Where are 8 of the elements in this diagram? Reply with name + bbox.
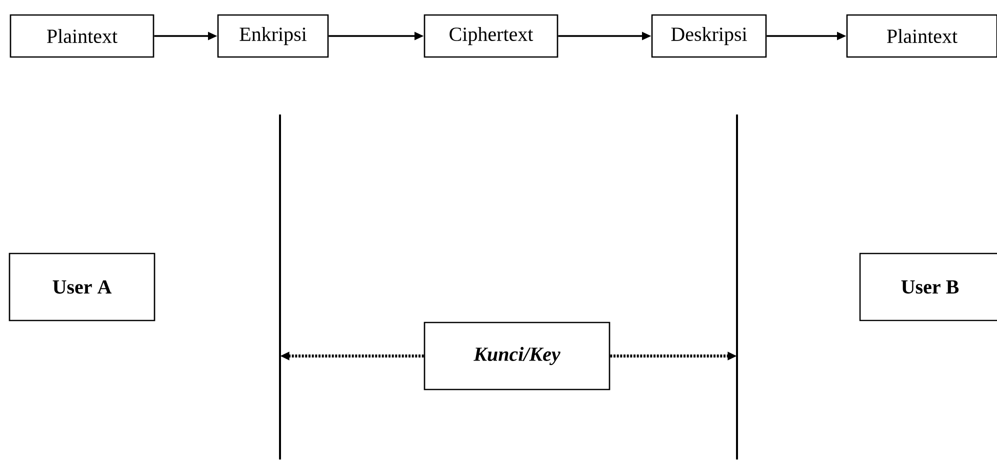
user-box: User B <box>859 252 997 322</box>
user-box: User A <box>8 252 156 322</box>
process-box: Ciphertext <box>424 14 558 58</box>
process-box: Enkripsi <box>217 14 329 58</box>
process-box: Plaintext <box>10 14 154 58</box>
key-box: Kunci/Key <box>424 322 610 390</box>
process-box: Deskripsi <box>651 14 767 58</box>
process-box: Plaintext <box>846 14 997 58</box>
